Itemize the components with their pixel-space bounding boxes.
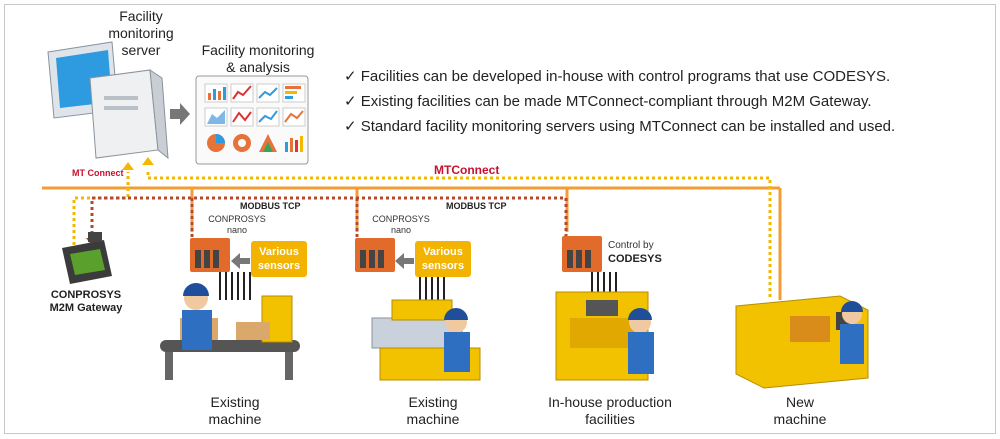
server-title: Facility monitoring server	[108, 8, 174, 58]
server-pc-icon	[47, 41, 169, 160]
nano-device-1-icon	[190, 238, 230, 272]
mtconnect-arrow-up-2	[122, 162, 134, 170]
nano-label-2: CONPROSYS nano	[372, 214, 430, 235]
new-machine-illustration	[735, 295, 869, 389]
column-chart-icon	[285, 136, 303, 152]
modbus-path	[90, 196, 568, 240]
network-bus	[42, 186, 782, 300]
machine-label-2: Existing machine	[406, 394, 460, 427]
modbus-label-2: MODBUS TCP	[446, 201, 507, 211]
existing-machine-1-illustration	[160, 283, 300, 380]
triangle-chart-icon	[259, 134, 277, 152]
codesys-label: CODESYS	[608, 253, 662, 265]
nano-label-1: CONPROSYS nano	[208, 214, 266, 235]
donut-chart-icon	[233, 134, 251, 152]
machine-label-1: Existing machine	[208, 394, 262, 427]
mixed-chart-icon	[282, 107, 306, 127]
existing-machine-2-illustration	[371, 299, 481, 381]
nano-device-3-icon	[562, 236, 602, 272]
in-house-facility-illustration	[555, 291, 654, 381]
zigzag-chart-icon	[230, 107, 254, 127]
mtconnect-path	[72, 172, 772, 300]
hbar-chart-icon	[282, 83, 306, 103]
mtconnect-arrow-up-1	[142, 157, 154, 165]
mt-connect-label: MT Connect	[72, 168, 124, 178]
sensor-wires	[219, 272, 617, 300]
pie-chart-icon	[207, 134, 225, 152]
control-by-label: Control by	[608, 240, 654, 251]
bullet-2: ✓ Existing facilities can be made MTConn…	[344, 93, 872, 110]
machine-label-3: In-house production facilities	[548, 394, 672, 427]
nano-device-2-icon	[355, 238, 395, 272]
area-chart-icon	[204, 107, 228, 127]
scatter-chart-icon	[256, 107, 280, 127]
sensor-arrow-2	[395, 253, 414, 269]
mtconnect-label: MTConnect	[434, 163, 500, 177]
analysis-panel	[195, 75, 309, 165]
gateway-label: CONPROSYS M2M Gateway	[49, 289, 123, 314]
sensor-box-2: Various sensors	[415, 241, 471, 277]
line-chart-icon	[230, 83, 254, 103]
bullet-1: ✓ Facilities can be developed in-house w…	[344, 68, 891, 85]
sensor-arrow-1	[231, 253, 250, 269]
m2m-gateway-icon	[62, 232, 112, 284]
machine-label-4: New machine	[773, 394, 827, 427]
arrow-to-analysis	[170, 103, 190, 125]
analysis-title: Facility monitoring & analysis	[201, 42, 315, 75]
bar-chart-icon	[204, 83, 228, 103]
modbus-label-1: MODBUS TCP	[240, 201, 301, 211]
trend-chart-icon	[256, 83, 280, 103]
bullet-3: ✓ Standard facility monitoring servers u…	[344, 118, 896, 135]
sensor-box-1: Various sensors	[251, 241, 307, 277]
